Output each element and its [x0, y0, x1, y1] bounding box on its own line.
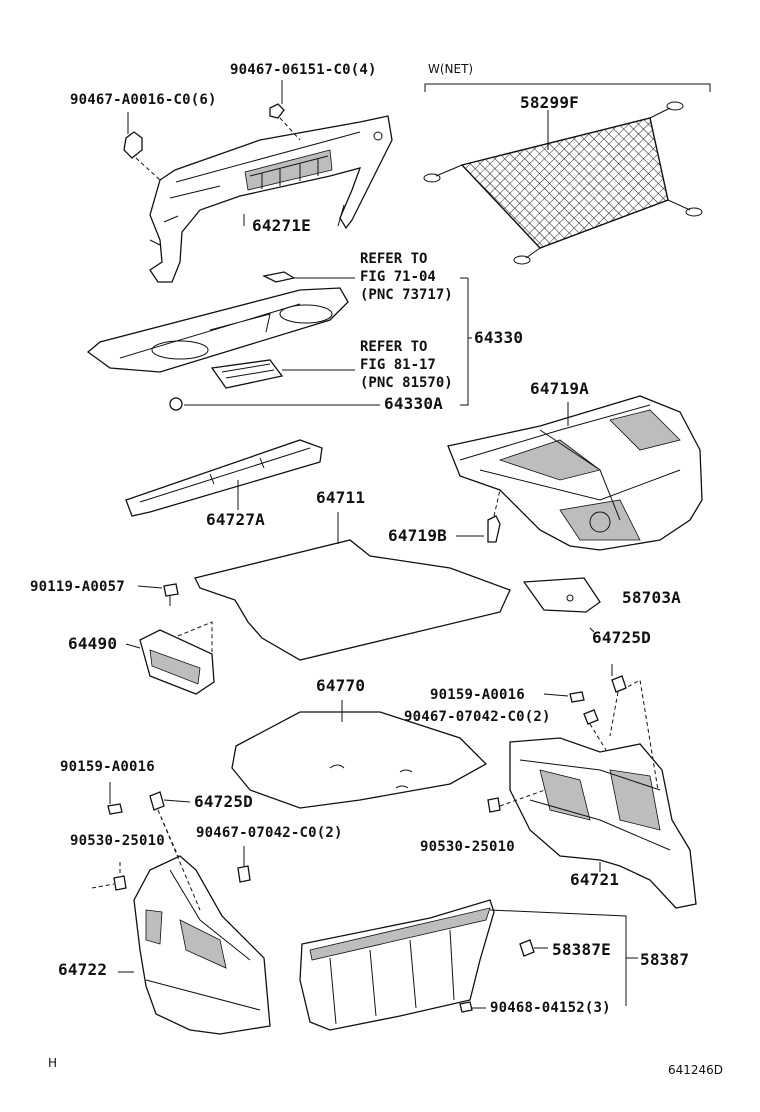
- cover-58703a: [522, 577, 601, 613]
- label-refer1-line3: (PNC 73717): [360, 287, 453, 303]
- label-64719b: 64719B: [388, 526, 447, 545]
- label-refer1-line1: REFER TO: [360, 251, 428, 267]
- dash-64725d-left: [157, 809, 201, 911]
- leaders-64330: [184, 277, 380, 406]
- label-refer2-line3: (PNC 81570): [360, 375, 453, 391]
- label-90159-a0016-left: 90159-A0016: [60, 759, 155, 775]
- label-64711: 64711: [316, 488, 366, 507]
- label-64719a: 64719A: [530, 379, 589, 398]
- w-net-bracket: [424, 83, 711, 92]
- label-w-net: W(NET): [428, 62, 474, 76]
- dash-90467-right: [589, 723, 607, 751]
- tool-box: [139, 621, 215, 695]
- dash-90530-right: [499, 789, 546, 807]
- label-90467-07042-left: 90467-07042-C0(2): [196, 825, 343, 841]
- misc-leaders: [109, 80, 613, 973]
- clip-90530-left: [113, 875, 127, 891]
- spare-wheel-cover: [231, 711, 488, 809]
- label-58387: 58387: [640, 950, 690, 969]
- label-64490: 64490: [68, 634, 118, 653]
- clip-90467-07042-left: [237, 865, 251, 883]
- corner-mark: H: [48, 1056, 58, 1070]
- label-90530-25010-right: 90530-25010: [420, 839, 515, 855]
- leader-64719b-dash: [493, 489, 501, 517]
- label-64770: 64770: [316, 676, 366, 695]
- left-side-trim: [133, 855, 271, 1035]
- label-90467-a0016: 90467-A0016-C0(6): [70, 92, 217, 108]
- label-refer2-line2: FIG 81-17: [360, 357, 436, 373]
- label-64271e: 64271E: [252, 216, 311, 235]
- label-64727a: 64727A: [206, 510, 265, 529]
- clip-58387e: [519, 939, 535, 957]
- clip-64719b: [487, 515, 501, 543]
- clip-90467-06151: [269, 103, 301, 141]
- trunk-floor-mat: [194, 539, 511, 661]
- clip-64725d-right: [611, 675, 627, 693]
- label-64330: 64330: [474, 328, 524, 347]
- cargo-net: [423, 101, 703, 265]
- bolt-90119: [163, 583, 179, 606]
- bracket-58387: [489, 909, 638, 1006]
- label-58299f: 58299F: [520, 93, 579, 112]
- label-90530-25010-left: 90530-25010: [70, 833, 165, 849]
- clip-90467-07042-right: [583, 709, 599, 725]
- dash-64725d-right: [609, 679, 659, 791]
- bracket-64330: [460, 277, 472, 406]
- label-64330a: 64330A: [384, 394, 443, 413]
- clip-90530-right: [487, 797, 501, 813]
- label-64722: 64722: [58, 960, 108, 979]
- sill-plate: [125, 439, 323, 517]
- label-58387e: 58387E: [552, 940, 611, 959]
- label-refer2-line1: REFER TO: [360, 339, 428, 355]
- clip-90468: [459, 1001, 473, 1013]
- package-tray-panel: [149, 115, 393, 283]
- figure-code: 641246D: [668, 1063, 724, 1077]
- label-90119-a0057: 90119-A0057: [30, 579, 125, 595]
- label-90467-07042-right: 90467-07042-C0(2): [404, 709, 551, 725]
- label-64721: 64721: [570, 870, 620, 889]
- rear-trim-panel: [299, 899, 495, 1031]
- dash-90530-left: [91, 862, 121, 889]
- right-side-trim: [509, 737, 697, 909]
- label-90467-06151: 90467-06151-C0(4): [230, 62, 377, 78]
- leaders-58387: [472, 947, 548, 1009]
- label-58703a: 58703A: [622, 588, 681, 607]
- clip-64330a: [169, 397, 183, 411]
- label-90468-04152: 90468-04152(3): [490, 1000, 611, 1016]
- clip-64725d-left: [149, 791, 165, 811]
- bolt-90159-right: [569, 691, 585, 703]
- package-tray-trim: [86, 271, 349, 389]
- bolt-90159-left: [107, 803, 123, 815]
- label-90159-a0016-right: 90159-A0016: [430, 687, 525, 703]
- label-refer1-line2: FIG 71-04: [360, 269, 436, 285]
- trunk-lid-liner: [447, 395, 703, 551]
- label-64725d-right: 64725D: [592, 628, 651, 647]
- clip-90467-A0016: [123, 131, 161, 181]
- label-64725d-left: 64725D: [194, 792, 253, 811]
